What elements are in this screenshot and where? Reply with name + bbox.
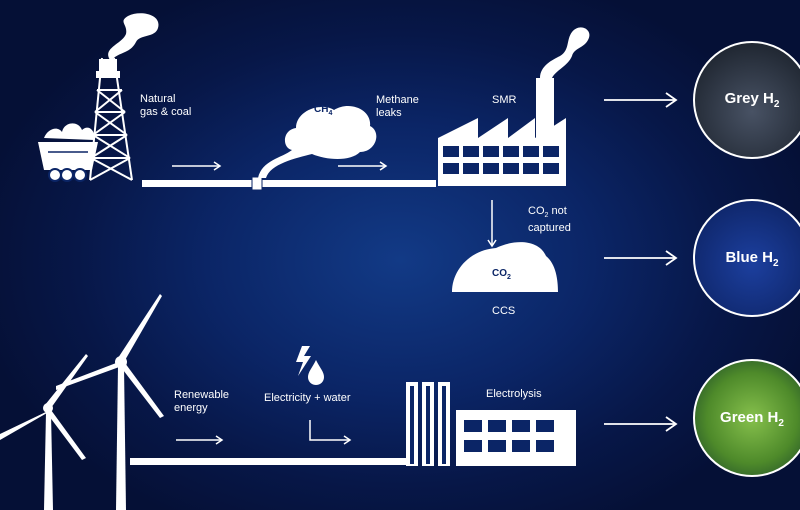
oil-derrick-icon [89, 57, 133, 181]
label-natural-gas-coal: Natural gas & coal [140, 93, 192, 118]
arrow-to-green [604, 416, 678, 432]
methane-leak-cloud [258, 105, 377, 178]
label-methane-leaks: Methane leaks [376, 94, 419, 119]
coal-cart-icon [38, 123, 98, 182]
label-renewable-energy: Renewable energy [174, 389, 230, 414]
smoke-plume-icon [108, 13, 159, 61]
label-smr: SMR [492, 94, 517, 106]
label-electricity-water: Electricity + water [264, 392, 351, 404]
lightning-water-icon [296, 346, 324, 385]
ccs-storage-mound-icon [452, 242, 558, 292]
arrow-row1-b [338, 161, 388, 171]
blue-h2-label: Blue H2 [725, 249, 779, 269]
label-electrolysis: Electrolysis [486, 388, 542, 400]
wind-turbine-large-icon [56, 294, 164, 510]
label-co2-storage: CO2 [492, 268, 511, 281]
arrow-to-grey [604, 92, 678, 108]
green-h2-label: Green H2 [720, 409, 784, 429]
grey-h2-label: Grey H2 [724, 90, 780, 110]
smr-factory-icon [438, 78, 566, 186]
grey-h2-circle [693, 41, 800, 159]
green-h2-circle [693, 359, 800, 477]
arrow-co2-down [487, 200, 497, 248]
arrow-row3-a [176, 435, 224, 445]
pipeline-bottom [130, 458, 406, 465]
wind-turbine-small-icon [0, 354, 88, 510]
arrow-to-blue [604, 250, 678, 266]
blue-h2-circle [693, 199, 800, 317]
electrolysis-plant-icon [406, 382, 576, 466]
pipeline-top [142, 176, 436, 191]
label-ch4: CH4 [314, 104, 333, 117]
smr-smoke-icon [540, 27, 590, 78]
arrow-row1-a [172, 161, 222, 171]
arrow-row3-b [309, 420, 352, 445]
label-ccs: CCS [492, 305, 516, 317]
